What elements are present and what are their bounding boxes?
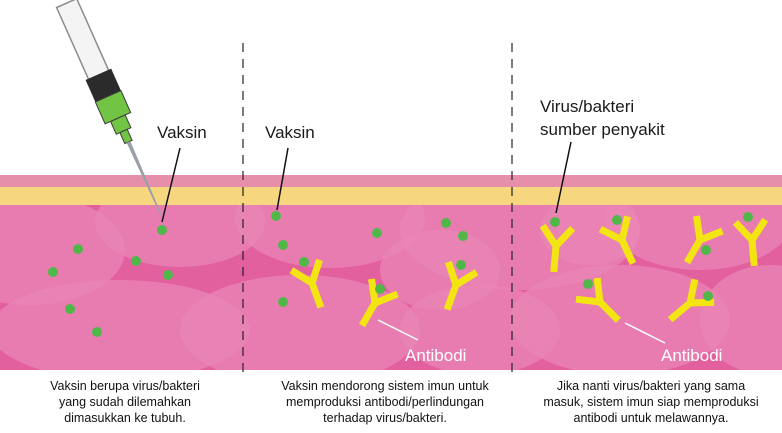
virus-particle xyxy=(157,225,167,235)
virus-particle xyxy=(458,231,468,241)
virus-particle xyxy=(583,279,593,289)
caption-line: masuk, sistem imun siap memproduksi xyxy=(543,395,759,409)
antibody-shape xyxy=(683,215,724,265)
syringe-barrel xyxy=(55,0,112,84)
virus-particle xyxy=(92,327,102,337)
antibody-icon xyxy=(443,260,479,311)
virus-particle xyxy=(73,244,83,254)
antibody-icon xyxy=(358,278,399,328)
caption-panel1: Vaksin berupa virus/bakteri yang sudah d… xyxy=(0,378,250,426)
skin-fat-layer xyxy=(0,187,782,205)
virus-particle xyxy=(299,257,309,267)
caption-line: yang sudah dilemahkan xyxy=(58,395,192,409)
antibody-shape xyxy=(358,278,399,328)
antibody-icon xyxy=(539,223,576,273)
cell-shape xyxy=(700,265,782,370)
antibody-shape xyxy=(575,277,621,323)
pointer-line xyxy=(161,147,181,223)
virus-particle xyxy=(278,297,288,307)
antibody-icons xyxy=(289,215,769,328)
caption-line: Vaksin mendorong sistem imun untuk xyxy=(281,379,489,393)
pointer-line xyxy=(624,322,666,344)
caption-line: Jika nanti virus/bakteri yang sama xyxy=(556,379,746,393)
syringe-needle xyxy=(126,141,162,216)
caption-line: dimasukkan ke tubuh. xyxy=(64,411,186,425)
cell-shape xyxy=(380,230,500,310)
caption-line: memproduksi antibodi/perlindungan xyxy=(285,395,485,409)
virus-particle xyxy=(271,211,281,221)
virus-label-line1: Virus/bakteri xyxy=(540,97,634,116)
virus-particle xyxy=(703,291,713,301)
syringe-body xyxy=(55,0,162,216)
antibody-icon xyxy=(667,278,715,323)
virus-particle xyxy=(372,228,382,238)
cell-shape xyxy=(0,205,125,305)
virus-particle xyxy=(456,260,466,270)
virus-label-line2: sumber penyakit xyxy=(540,120,665,139)
antibody-icon xyxy=(683,215,724,265)
virus-particle xyxy=(743,212,753,222)
virus-particle xyxy=(131,256,141,266)
virus-particle xyxy=(375,284,385,294)
skin-top-layer xyxy=(0,175,782,187)
cell-shape xyxy=(180,275,420,370)
virus-particle xyxy=(441,218,451,228)
antibody-icon xyxy=(598,215,637,266)
cell-shape xyxy=(95,205,265,267)
virus-particles xyxy=(48,211,753,337)
antibody-shape xyxy=(539,223,576,273)
antibody-shape xyxy=(598,215,637,266)
antibodi-label-panel3: Antibodi xyxy=(661,346,722,365)
virus-particle xyxy=(701,245,711,255)
vaksin-label-panel1: Vaksin xyxy=(157,123,207,142)
caption-line: Vaksin berupa virus/bakteri xyxy=(50,379,200,393)
virus-particle xyxy=(612,215,622,225)
syringe-icon xyxy=(55,0,162,216)
virus-particle xyxy=(278,240,288,250)
caption-panel2: Vaksin mendorong sistem imun untuk mempr… xyxy=(255,378,515,426)
cell-shape xyxy=(235,205,425,268)
syringe-plunger-band xyxy=(85,68,121,102)
antibody-icon xyxy=(732,217,769,267)
antibody-shape xyxy=(443,260,479,311)
syringe-tip xyxy=(119,128,133,145)
caption-panel3: Jika nanti virus/bakteri yang sama masuk… xyxy=(520,378,782,426)
caption-line: antibodi untuk melawannya. xyxy=(573,411,729,425)
vaksin-label-panel2: Vaksin xyxy=(265,123,315,142)
antibodi-label-panel2: Antibodi xyxy=(405,346,466,365)
antibody-shape xyxy=(667,278,715,323)
caption-line: terhadap virus/bakteri. xyxy=(323,411,447,425)
pointer-line xyxy=(555,141,572,214)
pointer-line xyxy=(276,147,289,211)
antibody-shape xyxy=(732,217,769,267)
virus-particle xyxy=(48,267,58,277)
virus-particle xyxy=(550,217,560,227)
antibody-icon xyxy=(575,277,621,323)
antibody-icon xyxy=(289,258,325,309)
virus-particle xyxy=(163,270,173,280)
pointer-line xyxy=(377,319,419,341)
virus-particle xyxy=(65,304,75,314)
antibody-shape xyxy=(289,258,325,309)
